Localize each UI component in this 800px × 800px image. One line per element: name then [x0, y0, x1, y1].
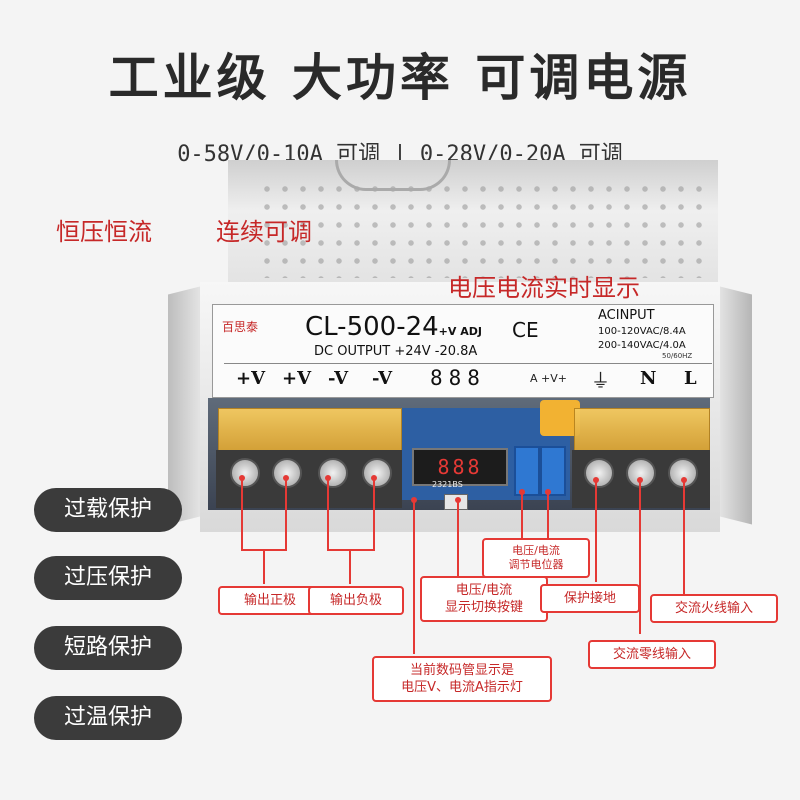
terminal-label-neg2: -V: [372, 368, 393, 389]
callout-ground: 保护接地: [540, 584, 640, 613]
callout-output-positive: 输出正极: [218, 586, 322, 615]
callout-indicator: 当前数码管显示是电压V、电流A指示灯: [372, 656, 552, 702]
pcb-silk-text: 2321BS: [432, 480, 463, 489]
callout-display-switch: 电压/电流显示切换按键: [420, 576, 548, 622]
psu-top-cover: [228, 160, 718, 288]
led-display: 888: [412, 448, 508, 486]
ground-icon: ⏚: [591, 370, 611, 392]
brand-logo: 百思泰: [222, 320, 259, 334]
terminal-label-l: L: [684, 368, 697, 389]
terminal-screw-neg2[interactable]: [362, 458, 392, 488]
feature-cv-cc: 恒压恒流: [56, 218, 152, 246]
callout-live-input: 交流火线输入: [650, 594, 778, 623]
feature-realtime-display: 电压电流实时显示: [448, 274, 640, 302]
feature-continuous: 连续可调: [216, 218, 312, 246]
av-indicator-mark: A +V+: [530, 372, 567, 385]
adj-mark: +V ADJ: [438, 325, 482, 338]
ac-input-line-2: 200-140VAC/4.0A: [598, 340, 686, 351]
protection-overvoltage: 过压保护: [34, 556, 182, 600]
spec-label: [212, 304, 714, 398]
ac-input-line-1: 100-120VAC/8.4A: [598, 326, 686, 337]
input-terminal-cover: [574, 408, 710, 454]
model-number: CL-500-24+V ADJ: [305, 312, 482, 342]
terminal-label-row: [224, 363, 712, 394]
dc-output-spec: DC OUTPUT +24V -20.8A: [314, 344, 478, 359]
ce-mark: CE: [512, 318, 539, 342]
capacitor: [540, 400, 580, 436]
callout-neutral-input: 交流零线输入: [588, 640, 716, 669]
terminal-screw-ground[interactable]: [584, 458, 614, 488]
callout-output-negative: 输出负极: [308, 586, 404, 615]
output-terminal-cover: [218, 408, 402, 454]
callout-potentiometer: 电压/电流调节电位器: [482, 538, 590, 578]
ac-input-title: ACINPUT: [598, 308, 655, 323]
protection-overload: 过载保护: [34, 488, 182, 532]
terminal-label-pos2: +V: [282, 368, 312, 389]
terminal-label-n: N: [640, 368, 657, 389]
headline: 工业级 大功率 可调电源: [108, 49, 692, 107]
terminal-label-pos1: +V: [236, 368, 266, 389]
terminal-screw-pos1[interactable]: [230, 458, 260, 488]
voltage-potentiometer[interactable]: [514, 446, 540, 496]
protection-overtemp: 过温保护: [34, 696, 182, 740]
frequency-label: 50/60HZ: [662, 352, 693, 360]
terminal-screw-neg1[interactable]: [318, 458, 348, 488]
protection-short: 短路保护: [34, 626, 182, 670]
terminal-label-neg1: -V: [328, 368, 349, 389]
current-potentiometer[interactable]: [540, 446, 566, 496]
segment-window: 888: [430, 366, 486, 390]
